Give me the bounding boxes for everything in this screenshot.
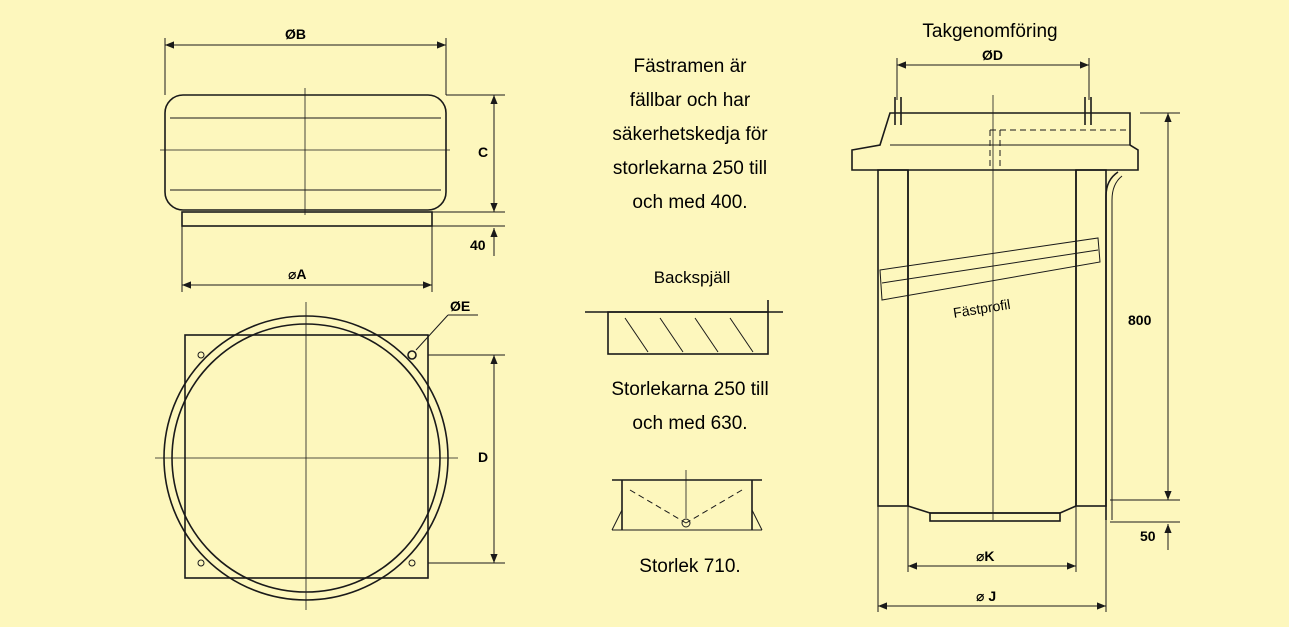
mounting-note: Fästramen är fällbar och har säkerhetske… [612,56,768,213]
dimension-d-label: D [478,449,488,465]
dimension-b-label: ØB [285,26,306,42]
dimension-50-label: 50 [1140,528,1156,544]
note-line-1: Fästramen är [634,56,748,77]
dimension-40-label: 40 [470,237,486,253]
size-710-damper-drawing: Storlek 710. [611,470,763,577]
dimension-d-roof-label: ØD [982,47,1003,63]
note-line-4: storlekarna 250 till [613,158,767,179]
size-range-line-2: och med 630. [632,413,747,434]
dimension-k-label: ⌀K [976,548,995,564]
dimension-c-label: C [478,144,488,160]
fan-side-view: ØB C 40 ⌀A [160,26,505,292]
dimension-e-label: ØE [450,298,470,314]
size-710-note: Storlek 710. [639,556,740,577]
note-line-3: säkerhetskedja för [612,124,768,145]
backdraft-damper-title: Backspjäll [654,268,731,287]
note-line-5: och med 400. [632,192,747,213]
note-line-2: fällbar och har [630,90,751,111]
size-range-note: Storlekarna 250 till och med 630. [611,379,768,434]
backdraft-damper-drawing: Backspjäll [585,268,783,355]
roof-penetration-drawing: Takgenomföring ØD Fästprofil [851,21,1180,612]
size-range-line-1: Storlekarna 250 till [611,379,768,400]
roof-penetration-title: Takgenomföring [922,21,1057,42]
dimension-a-label: ⌀A [288,266,307,282]
dimension-800-label: 800 [1128,312,1152,328]
dimension-j-label: ⌀ J [976,588,996,604]
fan-top-view: ØE D [155,298,505,610]
